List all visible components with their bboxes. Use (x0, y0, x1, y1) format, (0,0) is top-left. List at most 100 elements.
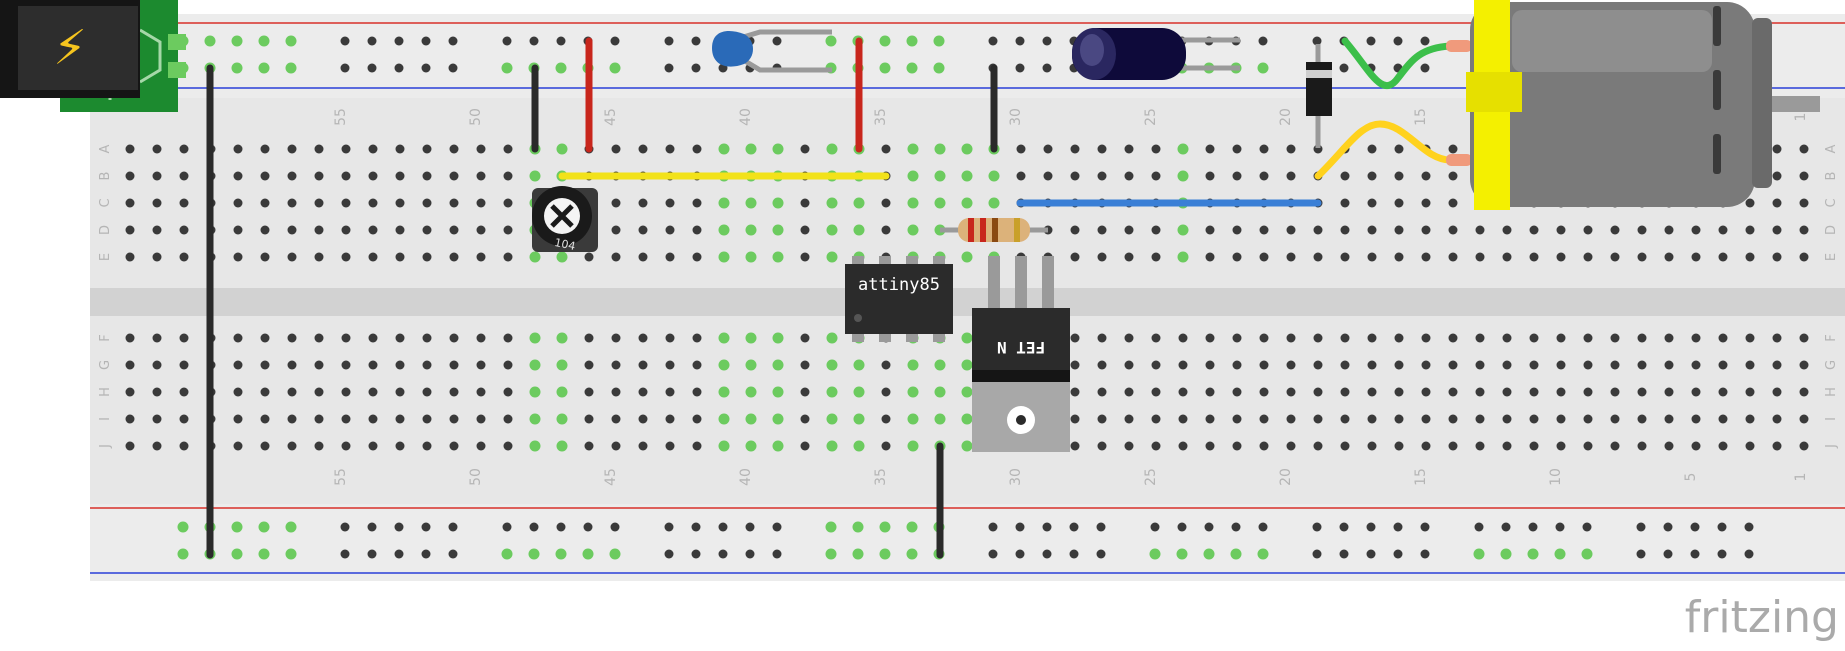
breadboard-hole (125, 252, 135, 262)
breadboard-hole (692, 441, 702, 451)
breadboard-hole (961, 386, 973, 398)
breadboard-hole (745, 549, 755, 559)
breadboard-hole (1340, 198, 1350, 208)
breadboard-hole (692, 387, 702, 397)
breadboard-hole (341, 252, 351, 262)
breadboard-hole (1610, 252, 1620, 262)
breadboard-hole (879, 62, 891, 74)
breadboard-hole (476, 225, 486, 235)
breadboard-hole (422, 171, 432, 181)
breadboard-hole (1529, 225, 1539, 235)
breadboard-hole (1151, 333, 1161, 343)
breadboard-hole (260, 414, 270, 424)
breadboard-hole (1286, 171, 1296, 181)
breadboard-hole (1448, 360, 1458, 370)
breadboard-hole (1691, 225, 1701, 235)
breadboard-hole (231, 62, 243, 74)
breadboard-hole (718, 522, 728, 532)
breadboard-hole (584, 414, 594, 424)
row-letter-label: J (98, 444, 113, 449)
breadboard-hole (449, 252, 459, 262)
breadboard-hole (260, 171, 270, 181)
breadboard-hole (1096, 522, 1106, 532)
breadboard-hole (1097, 333, 1107, 343)
breadboard-hole (1367, 225, 1377, 235)
breadboard-hole (692, 414, 702, 424)
breadboard-center-channel (90, 288, 1845, 316)
breadboard-hole (745, 522, 755, 532)
breadboard-hole (287, 225, 297, 235)
breadboard-hole (1259, 414, 1269, 424)
breadboard-hole (341, 198, 351, 208)
breadboard-hole (1745, 360, 1755, 370)
breadboard-hole (638, 333, 648, 343)
breadboard-hole (177, 521, 189, 533)
breadboard-hole (1610, 225, 1620, 235)
breadboard-hole (368, 387, 378, 397)
breadboard-hole (1015, 549, 1025, 559)
breadboard-hole (1203, 548, 1215, 560)
breadboard-hole (1421, 225, 1431, 235)
breadboard-hole (1799, 333, 1809, 343)
breadboard-hole (584, 252, 594, 262)
breadboard-hole (1394, 225, 1404, 235)
breadboard-hole (1394, 441, 1404, 451)
breadboard-hole (1393, 522, 1403, 532)
breadboard-hole (1259, 252, 1269, 262)
breadboard-hole (529, 170, 541, 182)
breadboard-hole (448, 522, 458, 532)
breadboard-hole (529, 251, 541, 263)
breadboard-hole (1367, 441, 1377, 451)
breadboard-hole (664, 549, 674, 559)
breadboard-hole (1205, 252, 1215, 262)
breadboard-hole (1340, 333, 1350, 343)
breadboard-hole (1394, 333, 1404, 343)
breadboard-hole (556, 36, 566, 46)
breadboard-hole (503, 144, 513, 154)
fet-mount-hole-inner (1016, 415, 1026, 425)
breadboard-hole (988, 197, 1000, 209)
breadboard-hole (1717, 522, 1727, 532)
breadboard-hole (1312, 549, 1322, 559)
breadboard-hole (1799, 225, 1809, 235)
breadboard-hole (1718, 360, 1728, 370)
breadboard-hole (1691, 441, 1701, 451)
breadboard-hole (556, 440, 568, 452)
breadboard-hole (1583, 441, 1593, 451)
breadboard-hole (1232, 252, 1242, 262)
breadboard-hole (341, 387, 351, 397)
breadboard-hole (1394, 144, 1404, 154)
breadboard-hole (1745, 414, 1755, 424)
breadboard-hole (529, 332, 541, 344)
breadboard-hole (1772, 441, 1782, 451)
breadboard-hole (1420, 522, 1430, 532)
motor-slot-1 (1713, 6, 1721, 46)
breadboard-hole (745, 386, 757, 398)
jack-face (18, 6, 138, 90)
breadboard-hole (638, 387, 648, 397)
breadboard-hole (422, 360, 432, 370)
breadboard-hole (988, 522, 998, 532)
wire-green-motor (1341, 37, 1454, 89)
breadboard-hole (1475, 360, 1485, 370)
breadboard-hole (1097, 252, 1107, 262)
breadboard-hole (1366, 549, 1376, 559)
breadboard-hole (287, 171, 297, 181)
breadboard-hole (1124, 144, 1134, 154)
breadboard-hole (1177, 522, 1187, 532)
breadboard-hole (1042, 549, 1052, 559)
breadboard-hole (503, 387, 513, 397)
breadboard-hole (1772, 333, 1782, 343)
breadboard-hole (665, 144, 675, 154)
breadboard-hole (1583, 387, 1593, 397)
resistor-band-3 (992, 218, 998, 242)
breadboard-hole (1151, 144, 1161, 154)
breadboard-hole (611, 387, 621, 397)
column-number-label: 15 (1413, 108, 1429, 126)
breadboard-hole (1394, 171, 1404, 181)
breadboard-hole (1772, 171, 1782, 181)
breadboard-hole (611, 414, 621, 424)
breadboard-hole (152, 144, 162, 154)
breadboard-hole (1178, 360, 1188, 370)
breadboard-hole (260, 441, 270, 451)
